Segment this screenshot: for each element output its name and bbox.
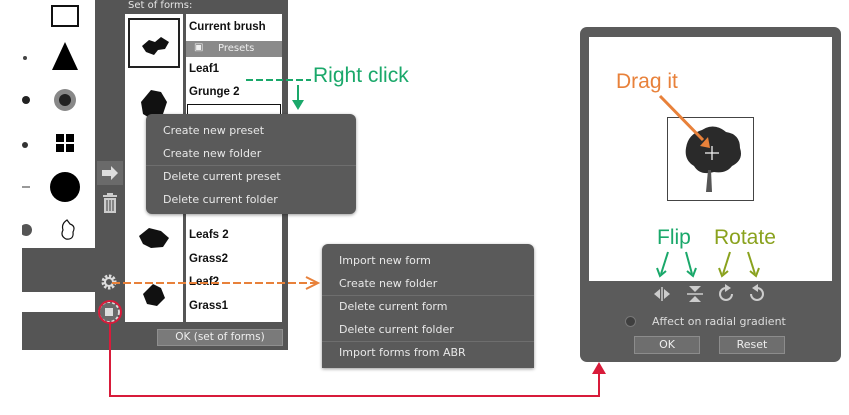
right-click-arrow-head	[292, 100, 304, 110]
radial-gradient-label: Affect on radial gradient	[652, 315, 786, 328]
menu-item-delete-form[interactable]: Delete current form	[339, 300, 448, 313]
list-item[interactable]: Grunge 2	[189, 86, 240, 98]
tree-trunk-icon	[706, 170, 712, 192]
menu-separator	[146, 165, 356, 166]
rotate-right-icon	[719, 284, 733, 301]
outline-shape[interactable]	[61, 219, 75, 240]
splatter-shape-2	[22, 142, 28, 148]
list-item[interactable]: Leaf1	[189, 63, 220, 75]
triangle-shape[interactable]	[52, 42, 78, 70]
list-item[interactable]: Grass1	[189, 300, 229, 312]
trash-icon	[103, 193, 117, 213]
arrow-right-icon	[102, 166, 118, 180]
radial-gradient-checkbox[interactable]	[625, 316, 636, 327]
forms-context-menu: Import new form Create new folder Delete…	[322, 244, 534, 368]
delete-button[interactable]	[97, 192, 123, 216]
flip-vertical-icon	[687, 286, 703, 302]
menu-item-delete-folder[interactable]: Delete current folder	[163, 193, 278, 206]
splatter-shape	[22, 96, 30, 104]
ok-set-of-forms-button[interactable]: OK (set of forms)	[157, 329, 283, 346]
menu-item-import-abr[interactable]: Import forms from ABR	[339, 346, 466, 359]
tree-preview-svg	[685, 126, 741, 192]
ok-button[interactable]: OK	[634, 336, 700, 354]
grid-shape-a[interactable]	[56, 134, 64, 142]
rotate-ccw-button[interactable]	[745, 284, 767, 304]
speckle-shape	[23, 56, 27, 60]
shape-grid-svg	[22, 5, 80, 240]
grid-shape-c	[56, 144, 64, 152]
grid-shape-d	[66, 144, 74, 152]
current-brush-svg	[142, 37, 169, 55]
annotation-drag-it: Drag it	[616, 70, 678, 93]
panel-gap	[22, 292, 95, 312]
menu-separator	[322, 295, 534, 296]
square-shape[interactable]	[51, 5, 79, 27]
annotation-rotate: Rotate	[714, 226, 776, 249]
shape-grid	[22, 0, 95, 248]
circle-shape[interactable]	[50, 172, 80, 202]
settings-button[interactable]	[97, 270, 123, 294]
tree-crown-icon	[685, 126, 741, 174]
set-of-forms-title: Set of forms:	[128, 0, 193, 11]
presets-folder-row[interactable]: ▣ Presets	[186, 41, 282, 57]
leafs-thumb[interactable]	[139, 228, 169, 248]
move-arrow-button[interactable]	[97, 161, 123, 185]
menu-item-delete-folder[interactable]: Delete current folder	[339, 323, 454, 336]
folder-icon: ▣	[194, 42, 204, 53]
texture-shape	[22, 224, 32, 236]
gear-icon	[101, 274, 117, 290]
form-gear-icon	[98, 301, 120, 323]
current-brush-thumbnail[interactable]	[128, 18, 180, 68]
annotation-flip: Flip	[657, 226, 691, 249]
list-item[interactable]: Leafs 2	[189, 229, 229, 241]
form-settings-button[interactable]	[97, 299, 123, 323]
menu-item-delete-preset[interactable]: Delete current preset	[163, 170, 281, 183]
soft-circle-core	[59, 94, 71, 106]
flip-horizontal-button[interactable]	[651, 285, 673, 303]
grid-shape-b	[66, 134, 74, 142]
list-item[interactable]: Leaf2	[189, 276, 220, 288]
settings-arrow-head	[305, 276, 321, 290]
menu-separator	[322, 341, 534, 342]
list-item[interactable]: Current brush	[189, 21, 266, 33]
form-preview[interactable]	[667, 117, 754, 201]
menu-item-create-preset[interactable]: Create new preset	[163, 124, 265, 137]
annotation-right-click: Right click	[313, 64, 409, 87]
flip-vertical-button[interactable]	[684, 285, 706, 303]
rotate-cw-button[interactable]	[716, 284, 738, 304]
list-item[interactable]: Grass2	[189, 253, 229, 265]
reset-button[interactable]: Reset	[719, 336, 785, 354]
red-arrow-head	[592, 362, 606, 374]
presets-label: Presets	[218, 43, 255, 54]
menu-item-create-folder[interactable]: Create new folder	[163, 147, 262, 160]
grass-thumb[interactable]	[143, 284, 165, 306]
brush-shape-icon	[142, 37, 169, 55]
flip-horizontal-icon	[654, 287, 670, 301]
menu-item-import-form[interactable]: Import new form	[339, 254, 431, 267]
grunge-thumb[interactable]	[141, 90, 167, 120]
selected-item-highlight	[187, 104, 281, 116]
menu-item-create-folder[interactable]: Create new folder	[339, 277, 438, 290]
presets-context-menu: Create new preset Create new folder Dele…	[146, 114, 356, 214]
rotate-left-icon	[750, 284, 764, 301]
